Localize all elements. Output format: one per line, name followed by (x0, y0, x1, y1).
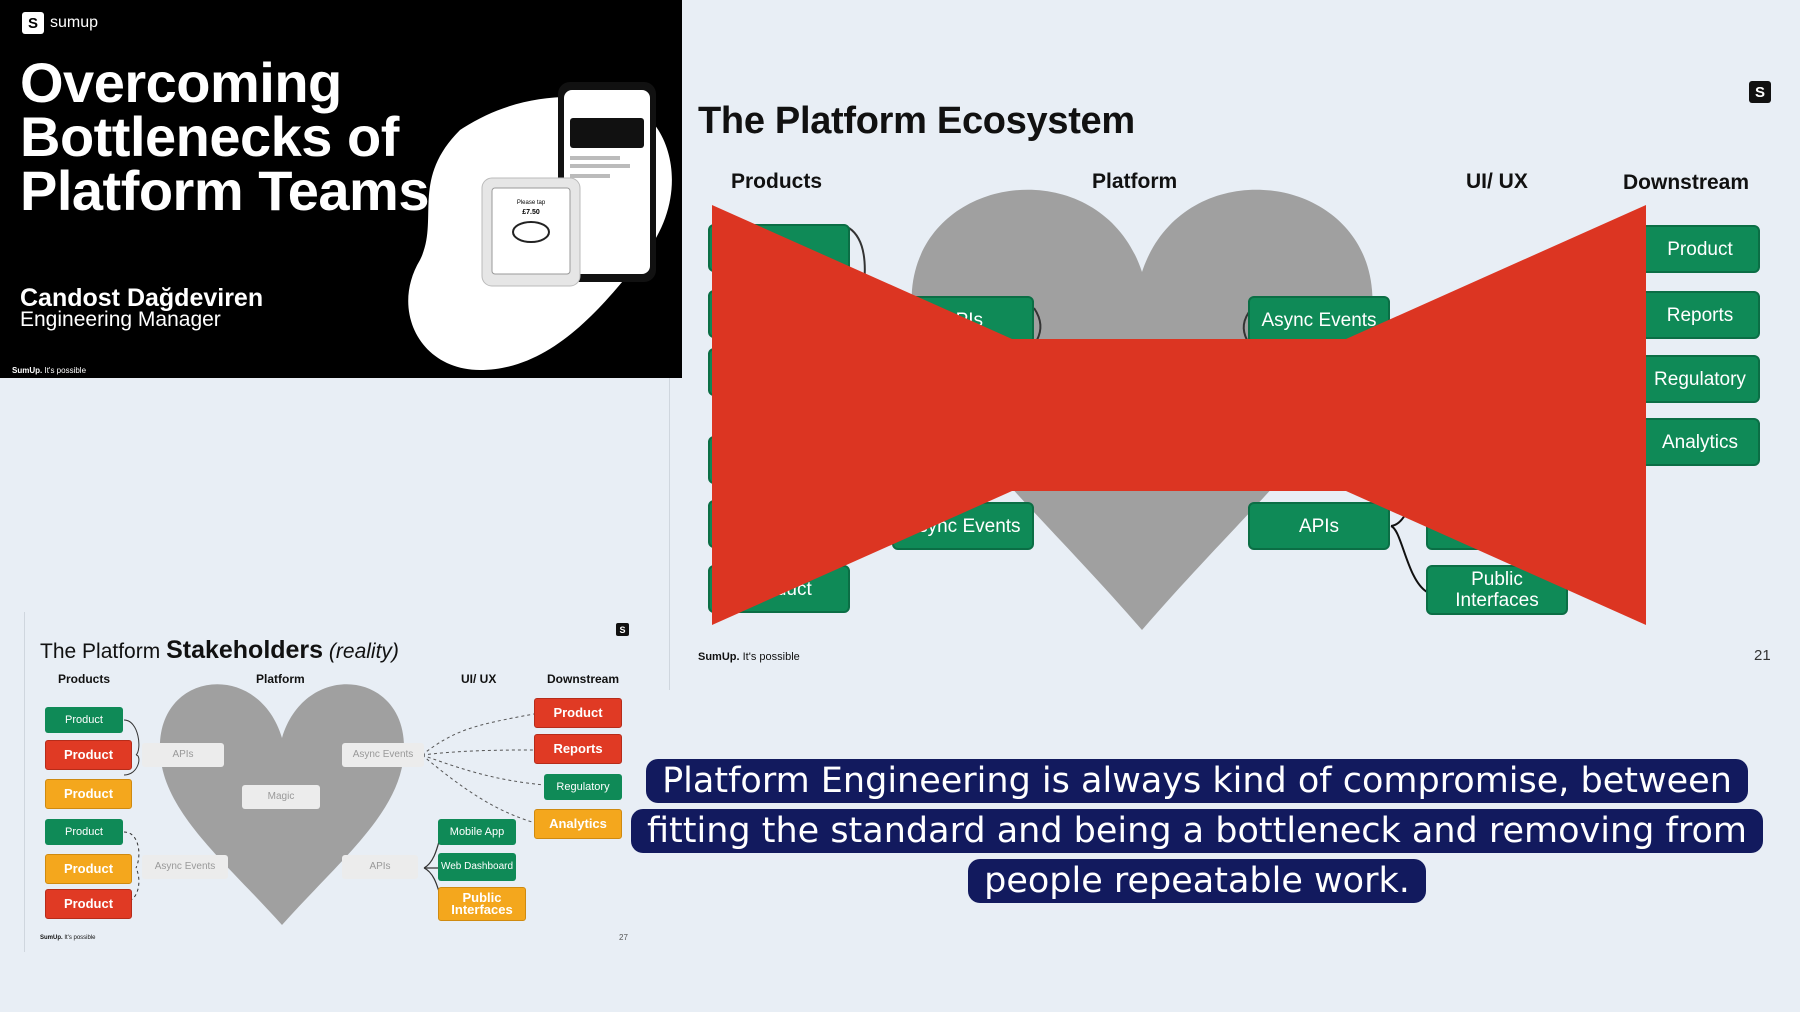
stake-downstream-reports-box: Reports (534, 734, 622, 764)
stake-public-interfaces-box: Public Interfaces (438, 887, 526, 921)
device-amount: £7.50 (522, 209, 540, 216)
footer-brand: SumUp. (12, 366, 43, 375)
sumup-logo-icon: S (616, 623, 629, 636)
sumup-logo-icon: S (22, 12, 44, 34)
public-interfaces-box: Public Interfaces (1426, 565, 1568, 615)
title-prefix: The Platform (40, 640, 161, 663)
stake-apis-box: APIs (342, 855, 418, 879)
device-screen-text: Please tap (517, 200, 546, 206)
column-header-downstream: Downstream (547, 672, 620, 686)
page-number: 21 (1754, 647, 1771, 664)
device-illustration: Please tap £7.50 (408, 82, 672, 370)
connector (123, 831, 140, 903)
sumup-logo-icon: S (1749, 81, 1771, 103)
column-header-downstream: Downstream (1623, 171, 1750, 194)
contactless-icon (512, 221, 550, 243)
red-x-overlay (712, 205, 1646, 625)
footer-tagline: It's possible (64, 935, 96, 941)
stake-product-box: Product (45, 740, 132, 770)
talk-title: Overcoming Bottlenecks of Platform Teams (20, 51, 429, 222)
title-suffix: (reality) (328, 640, 399, 663)
stake-downstream-analytics-box: Analytics (534, 809, 622, 839)
stake-async-events-box: Async Events (142, 855, 228, 879)
column-header-uiux: UI/ UX (461, 672, 497, 686)
stake-product-box: Product (45, 707, 123, 733)
brand: S sumup (22, 12, 98, 34)
stake-apis-box: APIs (142, 743, 224, 767)
speaker-role: Engineering Manager (20, 308, 221, 331)
apis-box-right: APIs (1248, 502, 1390, 550)
stake-mobile-app-box: Mobile App (438, 819, 516, 845)
stake-product-box: Product (45, 779, 132, 809)
downstream-product-box: Product (1640, 225, 1760, 273)
ecosystem-title: The Platform Ecosystem (698, 100, 1135, 142)
stake-product-box: Product (45, 889, 132, 919)
caption-overlay: Platform Engineering is always kind of c… (612, 756, 1782, 906)
title-slide: Please tap £7.50 (0, 0, 682, 378)
column-header-platform: Platform (1092, 170, 1178, 193)
footer-tagline: It's possible (44, 366, 87, 375)
stakeholders-footer: SumUp. It's possible (40, 935, 96, 941)
ecosystem-footer: SumUp. It's possible (698, 651, 800, 663)
stake-magic-box: Magic (242, 785, 320, 809)
column-header-products: Products (731, 170, 823, 193)
connector (421, 713, 545, 823)
title-bold: Stakeholders (166, 636, 324, 664)
stake-downstream-product-box: Product (534, 698, 622, 728)
stake-async-events-box: Async Events (342, 743, 424, 767)
column-header-uiux: UI/ UX (1466, 170, 1528, 193)
stake-web-dashboard-box: Web Dashboard (438, 853, 516, 881)
downstream-analytics-box: Analytics (1640, 418, 1760, 466)
footer-brand: SumUp. (40, 935, 63, 941)
connector (1033, 307, 1042, 341)
page-number: 27 (619, 933, 628, 942)
column-header-platform: Platform (256, 672, 305, 686)
column-header-products: Products (58, 672, 111, 686)
stake-product-box: Product (45, 854, 132, 884)
red-x-bar (1002, 339, 1356, 491)
footer-tagline: It's possible (742, 651, 800, 663)
stakeholders-title: The Platform Stakeholders (reality) (40, 636, 399, 665)
red-x-left-triangle (712, 205, 1012, 625)
stake-product-box: Product (45, 819, 123, 845)
footer-brand: SumUp. (698, 651, 740, 663)
red-x-right-triangle (1346, 205, 1646, 625)
brand-name: sumup (50, 14, 99, 31)
divider (669, 378, 670, 690)
downstream-regulatory-box: Regulatory (1640, 355, 1760, 403)
downstream-reports-box: Reports (1640, 291, 1760, 339)
stake-downstream-regulatory-box: Regulatory (544, 774, 622, 800)
title-slide-footer: SumUp. It's possible (12, 366, 86, 375)
speaker-name: Candost Dağdeviren (20, 284, 264, 312)
caption-text: Platform Engineering is always kind of c… (631, 759, 1763, 903)
connector (123, 719, 140, 776)
